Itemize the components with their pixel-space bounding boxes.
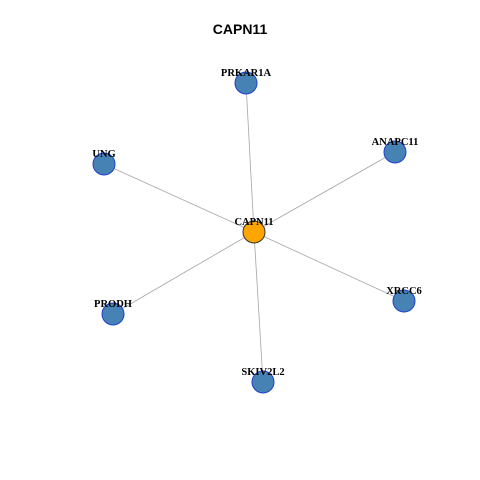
node-prodh-label: PRODH xyxy=(94,299,132,310)
node-ung-label: UNG xyxy=(92,149,115,160)
graph-title: CAPN11 xyxy=(212,21,268,37)
node-anapc11-label: ANAPC11 xyxy=(372,137,419,148)
node-layer xyxy=(92,71,416,394)
edge-capn11-prodh xyxy=(112,231,255,315)
node-prkar1a-label: PRKAR1A xyxy=(221,68,272,79)
node-xrcc6[interactable] xyxy=(392,289,416,313)
node-center-capn11-label: CAPN11 xyxy=(234,217,273,228)
node-skiv2l2-label: SKIV2L2 xyxy=(241,367,284,378)
node-center-capn11[interactable] xyxy=(242,220,266,244)
edge-capn11-anapc11 xyxy=(253,151,396,233)
edge-capn11-ung xyxy=(103,163,255,233)
node-prkar1a[interactable] xyxy=(234,71,258,95)
edge-layer xyxy=(103,82,405,383)
edge-capn11-xrcc6 xyxy=(253,231,405,302)
node-prodh[interactable] xyxy=(101,302,125,326)
edge-capn11-skiv2l2 xyxy=(253,231,264,383)
node-anapc11[interactable] xyxy=(383,140,407,164)
node-skiv2l2[interactable] xyxy=(251,370,275,394)
node-ung[interactable] xyxy=(92,152,116,176)
node-xrcc6-label: XRCC6 xyxy=(386,286,422,297)
edge-capn11-prkar1a xyxy=(245,82,255,233)
